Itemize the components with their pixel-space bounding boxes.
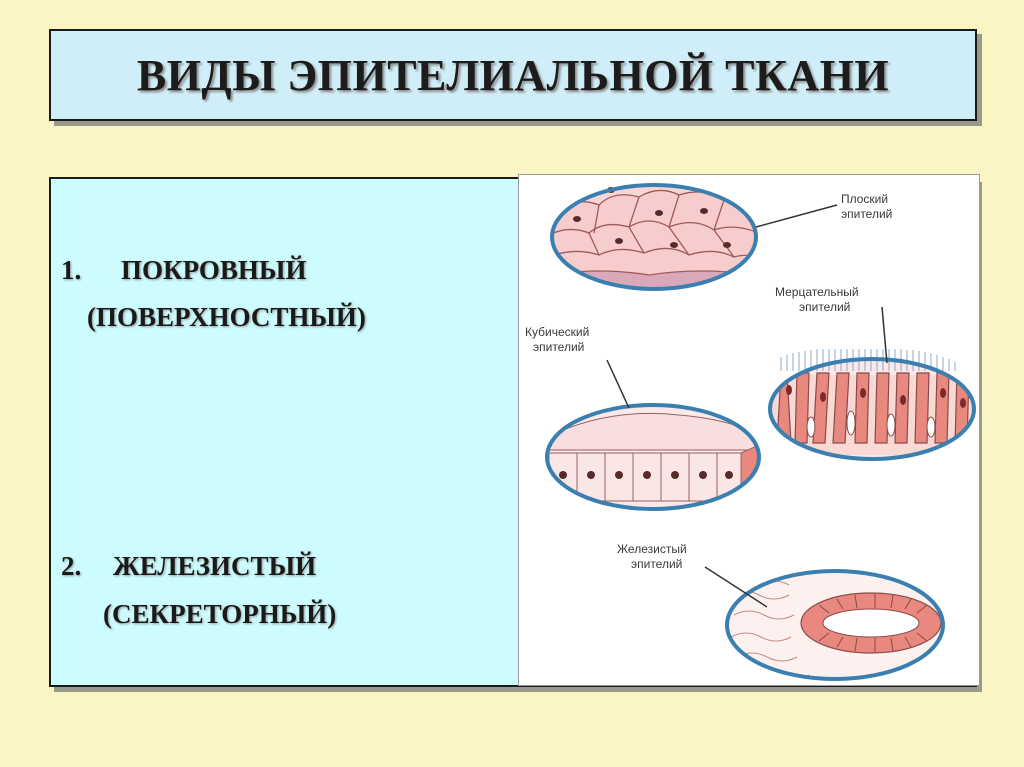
- item-1-number: 1.: [61, 255, 82, 285]
- flat-epithelium-drawing: [550, 183, 758, 291]
- cubic-label-line2: эпителий: [533, 340, 584, 354]
- item-1-alt-name: (ПОВЕРХНОСТНЫЙ): [87, 302, 366, 332]
- cubic-epithelium-drawing: [545, 403, 761, 511]
- epithelium-illustration: Плоский эпителий: [518, 174, 980, 686]
- glandular-label-line2: эпителий: [631, 557, 682, 571]
- ciliated-label-line1: Мерцательный: [775, 285, 859, 299]
- item-2-name: ЖЕЛЕЗИСТЫЙ: [113, 551, 317, 581]
- cubic-label-line1: Кубический: [525, 325, 589, 339]
- item-1-name: ПОКРОВНЫЙ: [121, 255, 307, 285]
- flat-label-line2: эпителий: [841, 207, 892, 221]
- title-banner: ВИДЫ ЭПИТЕЛИАЛЬНОЙ ТКАНИ: [49, 29, 977, 121]
- glandular-pointer-line: [704, 566, 768, 608]
- glandular-label-line1: Железистый: [617, 542, 687, 556]
- item-2-alt-name: (СЕКРЕТОРНЫЙ): [103, 599, 337, 629]
- page-title: ВИДЫ ЭПИТЕЛИАЛЬНОЙ ТКАНИ: [136, 50, 890, 100]
- ciliated-epithelium-drawing: [768, 349, 976, 461]
- ciliated-pointer-line: [881, 306, 888, 364]
- cubic-pointer-line: [606, 359, 630, 409]
- flat-label-line1: Плоский: [841, 192, 888, 206]
- glandular-epithelium-drawing: [725, 569, 945, 681]
- item-2-number: 2.: [61, 551, 82, 581]
- ciliated-label-line2: эпителий: [799, 300, 850, 314]
- flat-pointer-line: [755, 204, 838, 228]
